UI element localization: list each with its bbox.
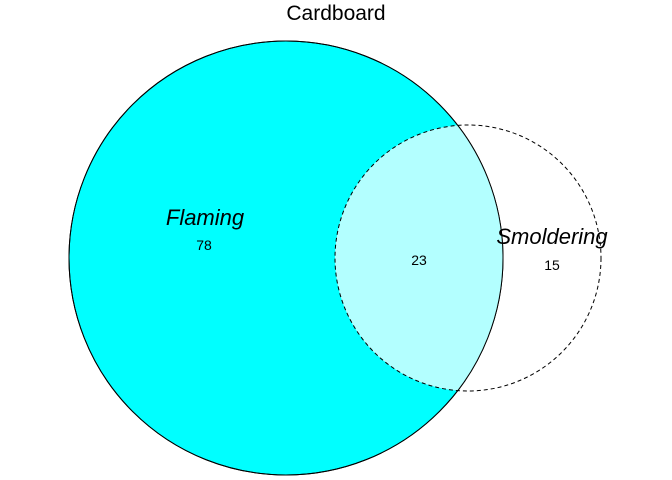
smoldering-only-count: 15 — [544, 257, 560, 273]
flaming-set-outline — [68, 40, 504, 476]
flaming-set-label: Flaming — [166, 205, 245, 230]
smoldering-set-label: Smoldering — [496, 224, 608, 249]
flaming-only-count: 78 — [196, 237, 212, 253]
smoldering-set-circle — [334, 124, 602, 392]
overlap-region — [335, 125, 503, 391]
diagram-title: Cardboard — [286, 2, 385, 25]
overlap-count: 23 — [411, 252, 427, 268]
